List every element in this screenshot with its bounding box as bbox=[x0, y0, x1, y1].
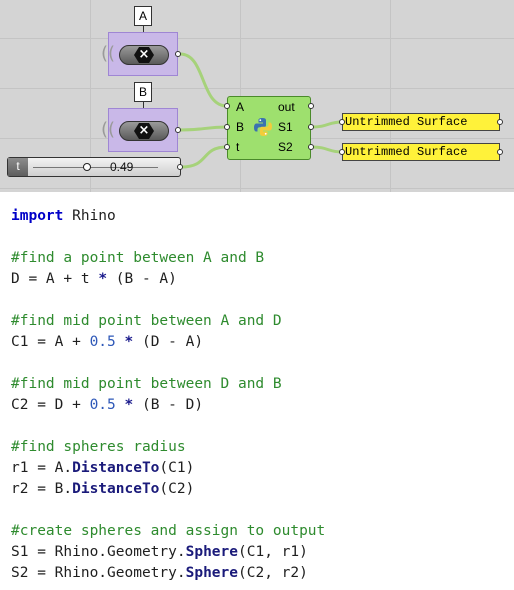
point-x-icon: × bbox=[134, 123, 154, 139]
input-b[interactable]: B bbox=[236, 120, 245, 134]
grid-line bbox=[0, 88, 514, 89]
grid-line bbox=[0, 188, 514, 189]
method-name: DistanceTo bbox=[72, 481, 160, 497]
comment: #find a point between A and B bbox=[11, 250, 265, 266]
code-token: Rhino bbox=[63, 208, 116, 224]
panel-output-grip[interactable] bbox=[497, 149, 503, 155]
code-line[interactable]: C1 = A + 0.5 * (D - A) bbox=[11, 334, 203, 350]
input-grip-a[interactable] bbox=[224, 103, 230, 109]
output-grip-out[interactable] bbox=[308, 103, 314, 109]
keyword: import bbox=[11, 208, 64, 224]
comment: #find mid point between D and B bbox=[11, 376, 282, 392]
output-grip-s2[interactable] bbox=[308, 144, 314, 150]
tag-a: A bbox=[134, 6, 152, 26]
code-token: D = A + t bbox=[11, 271, 99, 287]
code-token: (B - A) bbox=[107, 271, 177, 287]
comment: #find mid point between A and D bbox=[11, 313, 282, 329]
input-t[interactable]: t bbox=[236, 140, 240, 154]
code-token: (C2) bbox=[159, 481, 195, 497]
tag-stem bbox=[143, 102, 144, 109]
code-token: r1 = A. bbox=[11, 460, 73, 476]
panel-output-grip[interactable] bbox=[497, 119, 503, 125]
operator: * bbox=[124, 397, 134, 413]
code-token: C2 = D + bbox=[11, 397, 90, 413]
code-token: S2 = Rhino.Geometry. bbox=[11, 565, 186, 581]
number-slider-t[interactable]: t 0.49 bbox=[7, 157, 181, 177]
code-token: (D - A) bbox=[133, 334, 204, 350]
operator: * bbox=[124, 334, 134, 350]
input-grip-b[interactable] bbox=[224, 124, 230, 130]
code-line[interactable]: #find a point between A and B bbox=[11, 250, 264, 266]
output-grip-t[interactable] bbox=[177, 164, 183, 170]
panel-s1[interactable]: Untrimmed Surface bbox=[342, 113, 500, 131]
number-literal: 0.5 bbox=[89, 397, 116, 413]
code-line[interactable]: import Rhino bbox=[11, 208, 116, 224]
code-token bbox=[116, 334, 125, 350]
code-line[interactable]: #find mid point between A and D bbox=[11, 313, 282, 329]
python-icon bbox=[254, 118, 272, 136]
grid-line bbox=[0, 38, 514, 39]
code-token bbox=[116, 397, 125, 413]
slider-track[interactable] bbox=[33, 167, 158, 168]
tag-stem bbox=[143, 26, 144, 33]
output-grip-b[interactable] bbox=[175, 127, 181, 133]
wires bbox=[179, 52, 343, 169]
grasshopper-canvas[interactable]: A × (( B × (( t 0.49 A B t out S1 S2 bbox=[0, 0, 514, 192]
code-line[interactable]: D = A + t * (B - A) bbox=[11, 271, 177, 287]
code-token: C1 = A + bbox=[11, 334, 90, 350]
point-param-body: × bbox=[119, 45, 169, 65]
tag-b: B bbox=[134, 82, 152, 102]
code-line[interactable]: #find mid point between D and B bbox=[11, 376, 282, 392]
code-token: S1 = Rhino.Geometry. bbox=[11, 544, 186, 560]
comment: #find spheres radius bbox=[11, 439, 186, 455]
slider-knob[interactable] bbox=[83, 163, 91, 171]
panel-input-grip[interactable] bbox=[339, 119, 345, 125]
point-param-b[interactable]: × bbox=[108, 108, 178, 152]
python-script-component[interactable]: A B t out S1 S2 bbox=[227, 96, 311, 160]
slider-value: 0.49 bbox=[110, 160, 134, 174]
method-name: Sphere bbox=[185, 544, 238, 560]
code-line[interactable]: #create spheres and assign to output bbox=[11, 523, 325, 539]
slider-name: t bbox=[8, 158, 28, 176]
output-out[interactable]: out bbox=[278, 100, 295, 114]
wire-s1 bbox=[311, 120, 343, 129]
code-token: (C1, r1) bbox=[238, 544, 308, 560]
point-x-icon: × bbox=[134, 47, 154, 63]
wire-b bbox=[179, 125, 228, 132]
number-literal: 0.5 bbox=[89, 334, 116, 350]
operator: * bbox=[98, 271, 108, 287]
code-token: (B - D) bbox=[133, 397, 204, 413]
wire-a bbox=[179, 52, 228, 108]
wireless-arcs-icon: (( bbox=[101, 43, 116, 64]
code-token: (C1) bbox=[159, 460, 195, 476]
point-param-body: × bbox=[119, 121, 169, 141]
code-line[interactable]: r2 = B.DistanceTo(C2) bbox=[11, 481, 194, 497]
grid-line bbox=[90, 0, 91, 192]
panel-input-grip[interactable] bbox=[339, 149, 345, 155]
method-name: DistanceTo bbox=[72, 460, 160, 476]
code-token: (C2, r2) bbox=[238, 565, 308, 581]
method-name: Sphere bbox=[185, 565, 238, 581]
output-s2[interactable]: S2 bbox=[278, 140, 293, 154]
output-grip-s1[interactable] bbox=[308, 124, 314, 130]
code-line[interactable]: r1 = A.DistanceTo(C1) bbox=[11, 460, 194, 476]
code-line[interactable]: S2 = Rhino.Geometry.Sphere(C2, r2) bbox=[11, 565, 308, 581]
python-code-editor[interactable]: import Rhino #find a point between A and… bbox=[11, 206, 325, 584]
point-param-a[interactable]: × bbox=[108, 32, 178, 76]
input-a[interactable]: A bbox=[236, 100, 245, 114]
panel-s2[interactable]: Untrimmed Surface bbox=[342, 143, 500, 161]
input-grip-t[interactable] bbox=[224, 144, 230, 150]
wireless-arcs-icon: (( bbox=[101, 119, 116, 140]
wire-t bbox=[180, 145, 228, 169]
code-line[interactable]: #find spheres radius bbox=[11, 439, 186, 455]
comment: #create spheres and assign to output bbox=[11, 523, 326, 539]
code-line[interactable]: S1 = Rhino.Geometry.Sphere(C1, r1) bbox=[11, 544, 308, 560]
code-line[interactable]: C2 = D + 0.5 * (B - D) bbox=[11, 397, 203, 413]
output-grip-a[interactable] bbox=[175, 51, 181, 57]
output-s1[interactable]: S1 bbox=[278, 120, 293, 134]
wire-s2 bbox=[311, 145, 343, 154]
code-token: r2 = B. bbox=[11, 481, 73, 497]
grid-line bbox=[390, 0, 391, 192]
